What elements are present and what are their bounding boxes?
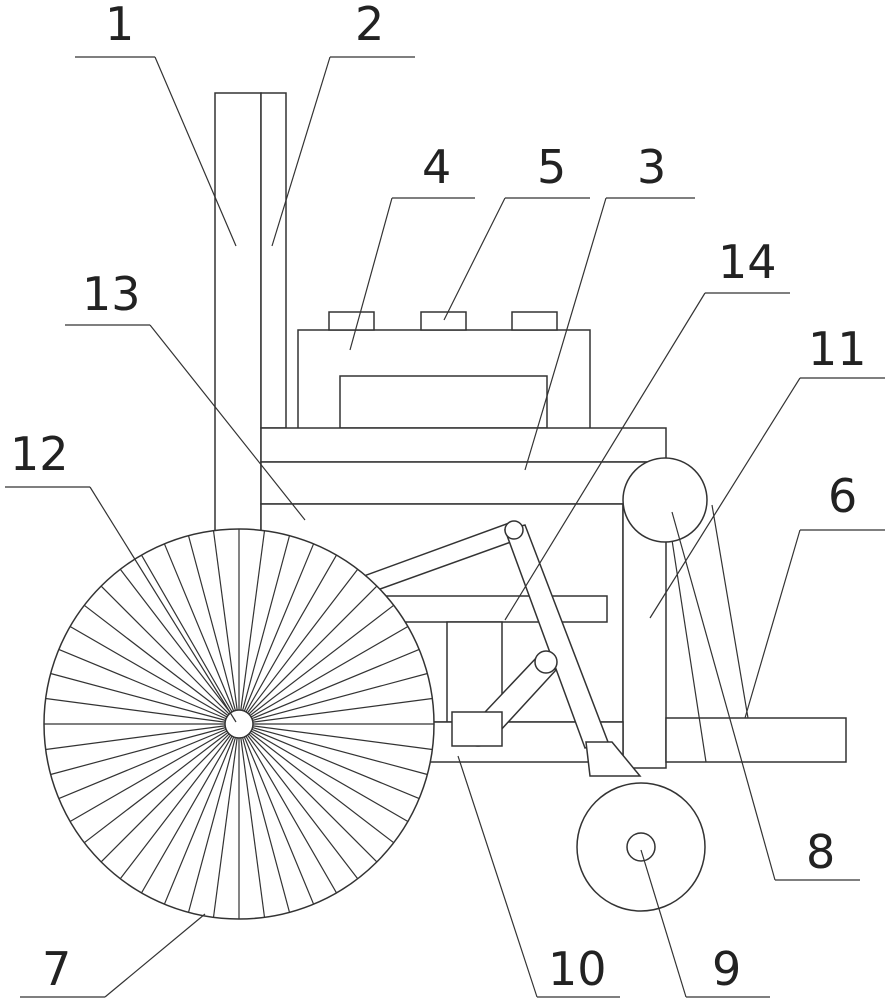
wheel-spoke [238,585,378,725]
wheel-spoke [238,625,409,725]
wheel-spoke [238,723,291,913]
wheel-spoke [238,648,420,725]
label-1: 1 [105,0,134,51]
leader-11-b [649,377,801,619]
wheel-spoke [238,723,359,880]
wheel-spoke [50,723,240,776]
wheel-spoke [50,672,240,725]
leader-10-b [457,755,538,998]
wheel-spoke [212,723,240,918]
label-11: 11 [808,322,867,376]
label-13: 13 [82,267,141,321]
pivot-b [504,520,524,540]
wheel-spoke [238,723,315,905]
leader-8-b [671,511,776,881]
label-5: 5 [537,140,566,194]
wheel-spoke [238,672,428,725]
leader-6-b [744,529,801,719]
wheel-spoke [140,723,240,894]
wheel-9-hub [626,832,656,862]
wheel-spoke [238,723,395,844]
slider-block-10 [451,711,503,747]
wheel-spoke [238,723,433,751]
housing-window [339,375,548,429]
pivot-c [534,650,558,674]
wheel-spoke [58,648,240,725]
wheel-spoke [238,568,359,725]
wheel-spoke [238,554,338,725]
wheel-spoke [45,723,240,751]
wheel-spoke [187,535,240,725]
leader-13-b [149,324,306,521]
pulleys [576,457,749,912]
leader-2-b [271,56,331,247]
leader-3-b [524,197,607,471]
label-14: 14 [718,235,777,289]
leader-14-b [504,292,706,621]
wheel-spoke [238,723,420,800]
wheel-hub-12 [224,709,254,739]
wheel-spoke [58,723,240,800]
label-8: 8 [806,825,835,879]
control-housing [297,311,591,463]
pulley-upper [622,457,708,543]
leader-4-b [349,197,393,351]
wheel-spoke [83,604,240,725]
cutter-blade [585,741,642,777]
wheel-spoke [238,535,291,725]
label-2: 2 [355,0,384,51]
wheel-spoke [238,697,433,725]
leader-12-b [89,486,237,723]
wheel-spoke [83,723,240,844]
part-labels: 1 2 3 4 5 6 7 8 9 10 11 12 13 14 [10,0,867,996]
label-6: 6 [828,469,857,523]
plate-top [260,461,667,505]
column-2 [260,92,287,429]
wheel-spoke [140,554,240,725]
wheel-spoke [238,530,266,725]
label-10: 10 [548,942,607,996]
wheel-spoke [119,723,240,880]
belt-line-b [671,539,707,763]
wheel-spoke [238,723,338,894]
wheel-spoke [100,723,240,863]
wheel-spoke [238,723,378,863]
wheel-spoke [187,723,240,913]
wheel-spokes [44,529,434,919]
leader-7-b [104,913,206,998]
button-c [511,311,558,331]
right-arm-6 [665,717,847,763]
label-9: 9 [712,942,741,996]
button-b [420,311,467,331]
wheel-spoke [238,723,428,776]
wheel-spoke [238,543,315,725]
leader-5-b [443,197,506,321]
label-7: 7 [42,942,71,996]
label-4: 4 [422,140,451,194]
wheel-spoke [45,697,240,725]
side-pillar [622,503,667,769]
wheel-spoke [163,543,240,725]
wheel-spoke [238,723,266,918]
wheel-spoke [69,723,240,823]
wheel-spoke [163,723,240,905]
wheel-spoke [69,625,240,725]
belt-line-a [711,504,749,719]
label-12: 12 [10,427,69,481]
wheel-spoke [238,604,395,725]
wheel-spoke [119,568,240,725]
wheel-spoke [212,530,240,725]
leader-1-b [154,56,237,247]
leader-lines [5,56,885,998]
label-3: 3 [637,140,666,194]
leader-9-b [640,849,687,998]
button-a [328,311,375,331]
wheel-spoke [100,585,240,725]
large-wheel [43,528,435,920]
wheel-spoke [238,723,409,823]
